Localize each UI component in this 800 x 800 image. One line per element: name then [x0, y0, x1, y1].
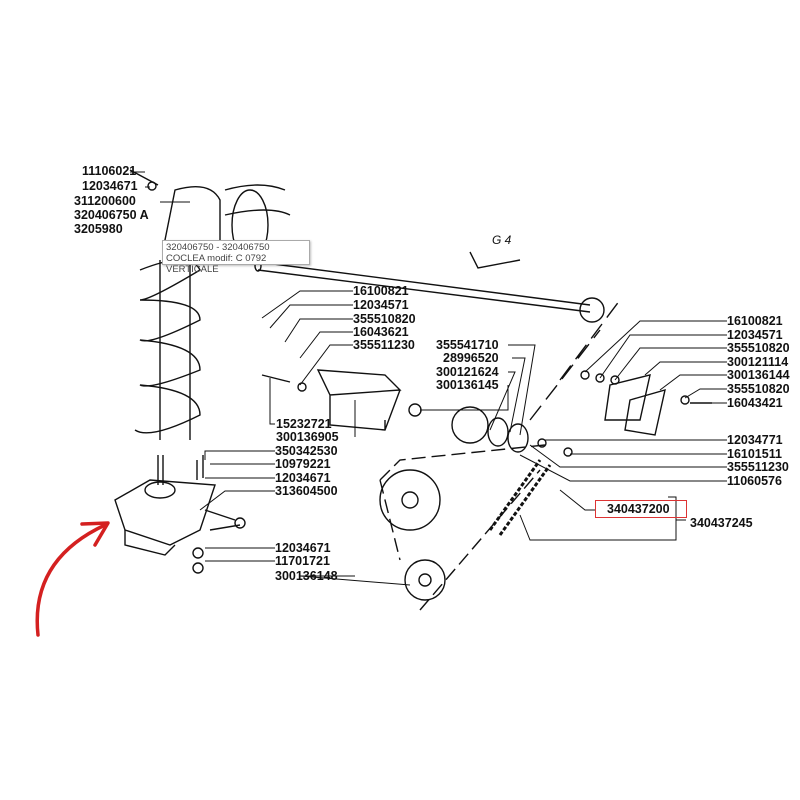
gearbox-drawing: [114, 455, 246, 574]
chain-drive-drawing: [379, 299, 712, 611]
part-label[interactable]: 16101511: [727, 447, 782, 461]
part-label[interactable]: 11701721: [275, 554, 330, 568]
part-label[interactable]: 12034671: [275, 541, 331, 555]
part-label[interactable]: 300136144: [727, 368, 790, 382]
group-label: G 4: [492, 233, 512, 247]
part-label[interactable]: 300136905: [276, 430, 339, 444]
highlighted-part-label[interactable]: 340437200: [607, 502, 670, 516]
part-label[interactable]: 12034771: [727, 433, 783, 447]
part-label[interactable]: 12034671: [275, 471, 331, 485]
part-label[interactable]: 28996520: [443, 351, 499, 365]
part-label[interactable]: 16043621: [353, 325, 409, 339]
red-arrow-icon: [35, 521, 110, 637]
highlight-box: [595, 500, 687, 518]
part-label[interactable]: 300121114: [727, 355, 789, 369]
bracket-drawing: [261, 369, 422, 431]
part-label[interactable]: 300136148: [275, 569, 338, 583]
part-label[interactable]: 300136145: [436, 378, 499, 392]
tooltip-line-2: COCLEA modif: C 0792 VERTICALE: [166, 253, 267, 275]
part-label[interactable]: 15232721: [276, 417, 332, 431]
part-label[interactable]: 11106021: [82, 164, 137, 178]
chain-assembly-label[interactable]: 340437245: [690, 516, 753, 530]
part-label[interactable]: 11060576: [727, 474, 782, 488]
part-label[interactable]: 16043421: [727, 396, 783, 410]
tooltip-line-1: 320406750 - 320406750: [166, 242, 270, 253]
part-label[interactable]: 355510820: [727, 382, 790, 396]
part-label[interactable]: 355511230: [353, 338, 415, 352]
part-label[interactable]: 350342530: [275, 444, 338, 458]
part-label[interactable]: 12034671: [82, 179, 138, 193]
shaft-drawing: [254, 251, 605, 323]
part-label[interactable]: 3205980: [74, 222, 123, 236]
part-label[interactable]: 313604500: [275, 484, 338, 498]
part-tooltip: 320406750 - 320406750 COCLEA modif: C 07…: [162, 240, 310, 275]
leader-lines: [130, 171, 727, 586]
part-label[interactable]: 300121624: [436, 365, 499, 379]
part-label[interactable]: 355510820: [353, 312, 416, 326]
part-label[interactable]: 12034571: [353, 298, 409, 312]
part-label[interactable]: 16100821: [353, 284, 409, 298]
part-label[interactable]: 12034571: [727, 328, 783, 342]
part-label[interactable]: 311200600: [74, 194, 136, 208]
part-label[interactable]: 355511230: [727, 460, 789, 474]
auger-drawing: [129, 169, 291, 440]
part-label[interactable]: 320406750 A: [74, 208, 149, 222]
part-label[interactable]: 16100821: [727, 314, 783, 328]
part-label[interactable]: 355510820: [727, 341, 790, 355]
part-label[interactable]: 10979221: [275, 457, 331, 471]
part-label[interactable]: 355541710: [436, 338, 499, 352]
